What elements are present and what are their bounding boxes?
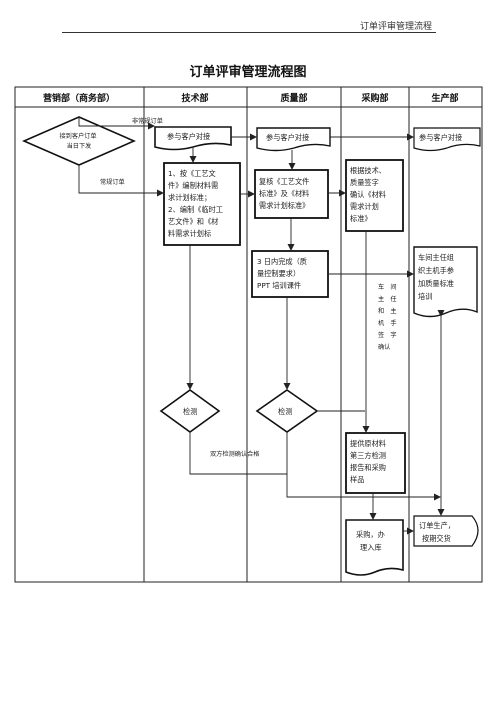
production-meet-box: [413, 127, 481, 152]
edge-label-dual-inspect: 双方检测确认合格: [210, 450, 260, 458]
tech-docs-label: 1、按《工艺文 件》编制材料需 求计划标准； 2、编制《临时工 艺文件》和《材 …: [168, 169, 225, 238]
purchase-report-label: 提供原材料 第三方检测 报告和采购 样品: [350, 439, 388, 484]
page-header-text: 订单评审管理流程: [359, 22, 432, 32]
column-header-production: 生产部: [431, 92, 458, 104]
purchase-confirm-box: [345, 159, 404, 232]
production-deliver-box: [413, 515, 479, 547]
connectors: [78, 117, 445, 535]
edge-label-sign-note: 车 间 主 任 和 主 机 手 签 字 确认: [378, 283, 399, 351]
edge-tech-inspect-down: [189, 432, 287, 475]
quality-review-label: 复核《工艺文件 标准》及《材料 需求计划标准》: [259, 177, 312, 210]
quality-training-box: [251, 250, 329, 298]
purchase-store-label: 采购，办 理入库: [356, 530, 387, 552]
workshop-training-box: [413, 246, 478, 318]
column-headers: 营销部（商务部） 技术部 质量部 采购部 生产部: [43, 92, 459, 104]
header-rule: [62, 32, 436, 33]
purchase-confirm-label: 根据技术、 质量签字 确认《材料 需求计划 标准》: [350, 166, 388, 223]
quality-meet-label: 参与客户对接: [266, 133, 309, 142]
tech-docs-box: [163, 162, 241, 246]
column-header-purchase: 采购部: [360, 92, 388, 104]
tech-inspect-label: 检测: [183, 407, 197, 416]
quality-inspect-label: 检测: [278, 407, 292, 416]
tech-meet-box: [154, 126, 232, 151]
workshop-training-label: 车间主任组 织主机手参 加质量标准 培训: [418, 253, 456, 301]
quality-review-box: [254, 169, 329, 219]
quality-meet-box: [256, 127, 331, 152]
edge-regular: [78, 165, 164, 197]
edge-label-regular: 常规订单: [100, 178, 125, 186]
edge-non-regular: [78, 117, 155, 130]
swimlane-grid: [14, 86, 483, 583]
edge-quality-inspect-down: [286, 432, 441, 501]
column-header-quality: 质量部: [280, 92, 307, 104]
quality-training-label: 3 日内完成（质 量控制要求） PPT 培训课件: [257, 257, 309, 290]
production-meet-label: 参与客户对接: [419, 133, 462, 142]
production-deliver-label: 订单生产， 按期交货: [419, 521, 457, 543]
purchase-report-box: [345, 432, 406, 494]
diagram-title: 订单评审管理流程图: [189, 65, 307, 80]
receive-order-label: 接到客户订单 当日下发: [59, 132, 98, 150]
edge-label-non-regular: 非常规订单: [132, 117, 163, 125]
purchase-store-box: [345, 519, 404, 576]
column-header-tech: 技术部: [181, 92, 208, 104]
tech-meet-label: 参与客户对接: [167, 132, 210, 141]
column-header-marketing: 营销部（商务部）: [43, 92, 115, 104]
